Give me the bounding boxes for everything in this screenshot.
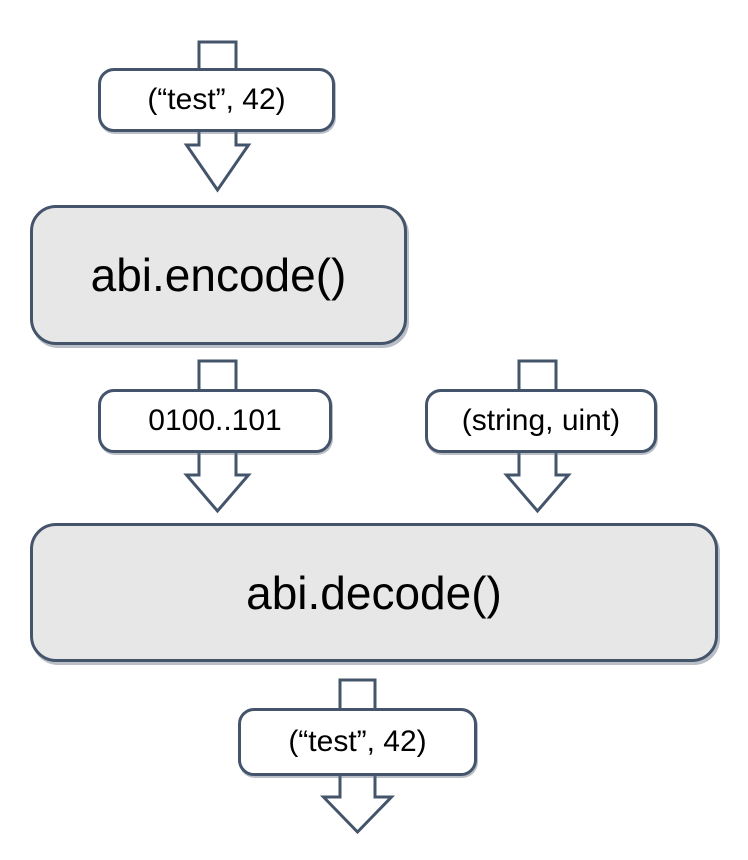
node-type-list: (string, uint)	[425, 389, 657, 453]
node-input-args: (“test”, 42)	[98, 68, 335, 132]
node-output-args-label: (“test”, 42)	[288, 725, 427, 758]
node-abi-decode: abi.decode()	[30, 523, 718, 662]
node-type-list-label: (string, uint)	[461, 404, 621, 437]
node-encoded-bytes: 0100..101	[98, 389, 332, 453]
node-encoded-bytes-label: 0100..101	[148, 404, 282, 437]
node-output-args: (“test”, 42)	[238, 708, 477, 776]
node-abi-decode-label: abi.decode()	[246, 566, 502, 619]
node-abi-encode-label: abi.encode()	[90, 249, 347, 301]
node-abi-encode: abi.encode()	[30, 205, 407, 345]
node-input-args-label: (“test”, 42)	[147, 83, 286, 116]
